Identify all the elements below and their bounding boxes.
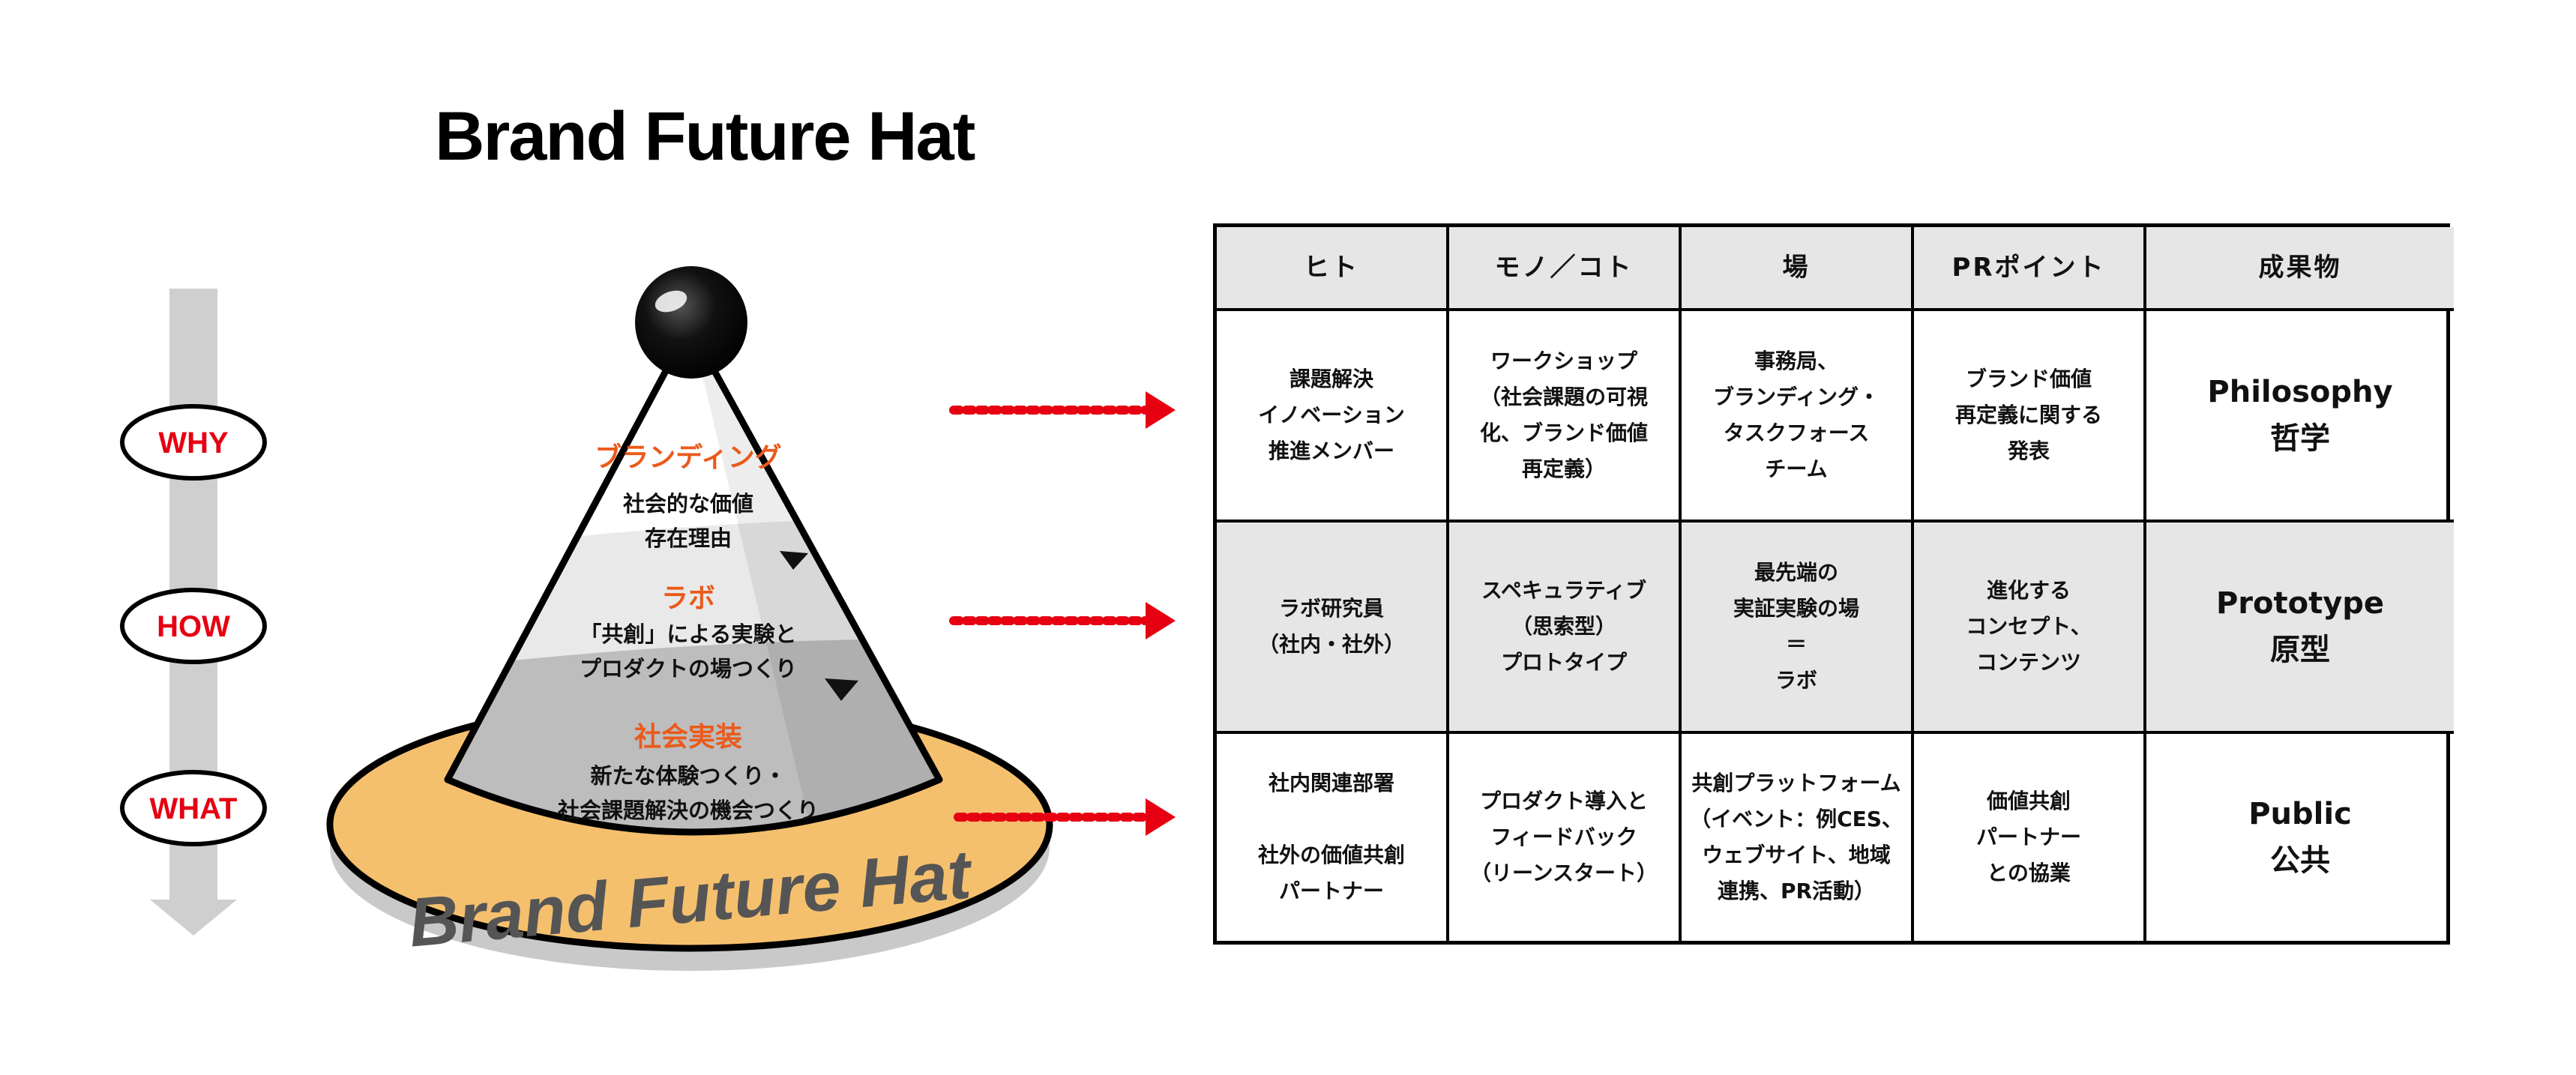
outcomes-table: ヒト モノ／コト 場 PRポイント 成果物 課題解決 イノベーション 推進メンバ… xyxy=(1213,223,2454,945)
layer-lab-line2: プロダクトの場つくり xyxy=(580,656,797,681)
why-pr-cell: ブランド価値 再定義に関する 発表 xyxy=(1914,311,2146,523)
what-ba-cell: 共創プラットフォーム （イベント：例CES、 ウェブサイト、地域 連携、PR活動… xyxy=(1682,734,1914,941)
hat-diagram: WHY HOW WHAT Brand Future Hat ブランディング 社会… xyxy=(120,266,1176,971)
header-ba: 場 xyxy=(1682,227,1914,311)
header-pr-point: PRポイント xyxy=(1914,227,2146,311)
level-what-badge: WHAT xyxy=(120,770,267,846)
what-hito-cell: 社内関連部署 社外の価値共創 パートナー xyxy=(1217,734,1449,941)
header-seikabutsu: 成果物 xyxy=(2146,227,2454,311)
level-what-label: WHAT xyxy=(150,792,238,825)
why-result-cell: Philosophy 哲学 xyxy=(2146,311,2454,523)
layer-lab-line1: 「共創」による実験と xyxy=(580,621,796,647)
how-result-cell: Prototype 原型 xyxy=(2146,523,2454,734)
page-title: Brand Future Hat xyxy=(435,98,975,175)
what-pr-cell: 価値共創 パートナー との協業 xyxy=(1914,734,2146,941)
layer-implementation-line2: 社会課題解決の機会つくり xyxy=(558,798,819,823)
how-mono-koto-cell: スペキュラティブ （思索型） プロトタイプ xyxy=(1449,523,1682,734)
header-mono-koto: モノ／コト xyxy=(1449,227,1682,311)
layer-implementation-line1: 新たな体験つくり・ xyxy=(590,763,786,789)
level-how-label: HOW xyxy=(157,610,230,643)
what-mono-koto-cell: プロダクト導入と フィードバック （リーンスタート） xyxy=(1449,734,1682,941)
why-ba-cell: 事務局、 ブランディング・ タスクフォース チーム xyxy=(1682,311,1914,523)
layer-lab: ラボ 「共創」による実験と プロダクトの場つくり xyxy=(580,583,797,681)
connector-arrow-what xyxy=(954,798,1176,836)
what-result-cell: Public 公共 xyxy=(2248,797,2352,878)
why-mono-koto-cell: ワークショップ （社会課題の可視 化、ブランド価値 再定義） xyxy=(1449,311,1682,523)
layer-branding: ブランディング 社会的な価値 存在理由 xyxy=(595,442,781,551)
how-pr-cell: 進化する コンセプト、 コンテンツ xyxy=(1914,523,2146,734)
level-why-label: WHY xyxy=(158,427,229,460)
header-hito: ヒト xyxy=(1217,227,1449,311)
layer-lab-title: ラボ xyxy=(661,583,715,614)
level-how-badge: HOW xyxy=(120,588,267,664)
layer-implementation-title: 社会実装 xyxy=(634,722,742,753)
level-why-badge: WHY xyxy=(120,404,267,481)
connector-arrow-how xyxy=(949,602,1176,639)
layer-branding-line2: 存在理由 xyxy=(645,526,732,551)
layer-implementation: 社会実装 新たな体験つくり・ 社会課題解決の機会つくり xyxy=(558,722,819,823)
why-hito-cell: 課題解決 イノベーション 推進メンバー xyxy=(1217,311,1449,523)
hat-top-ball xyxy=(635,266,747,379)
layer-branding-title: ブランディング xyxy=(595,442,781,473)
how-hito-cell: ラボ研究員 （社内・社外） xyxy=(1217,523,1449,734)
connector-arrow-why xyxy=(949,391,1176,429)
layer-branding-line1: 社会的な価値 xyxy=(623,491,753,517)
how-ba-cell: 最先端の 実証実験の場 ＝ ラボ xyxy=(1682,523,1914,734)
